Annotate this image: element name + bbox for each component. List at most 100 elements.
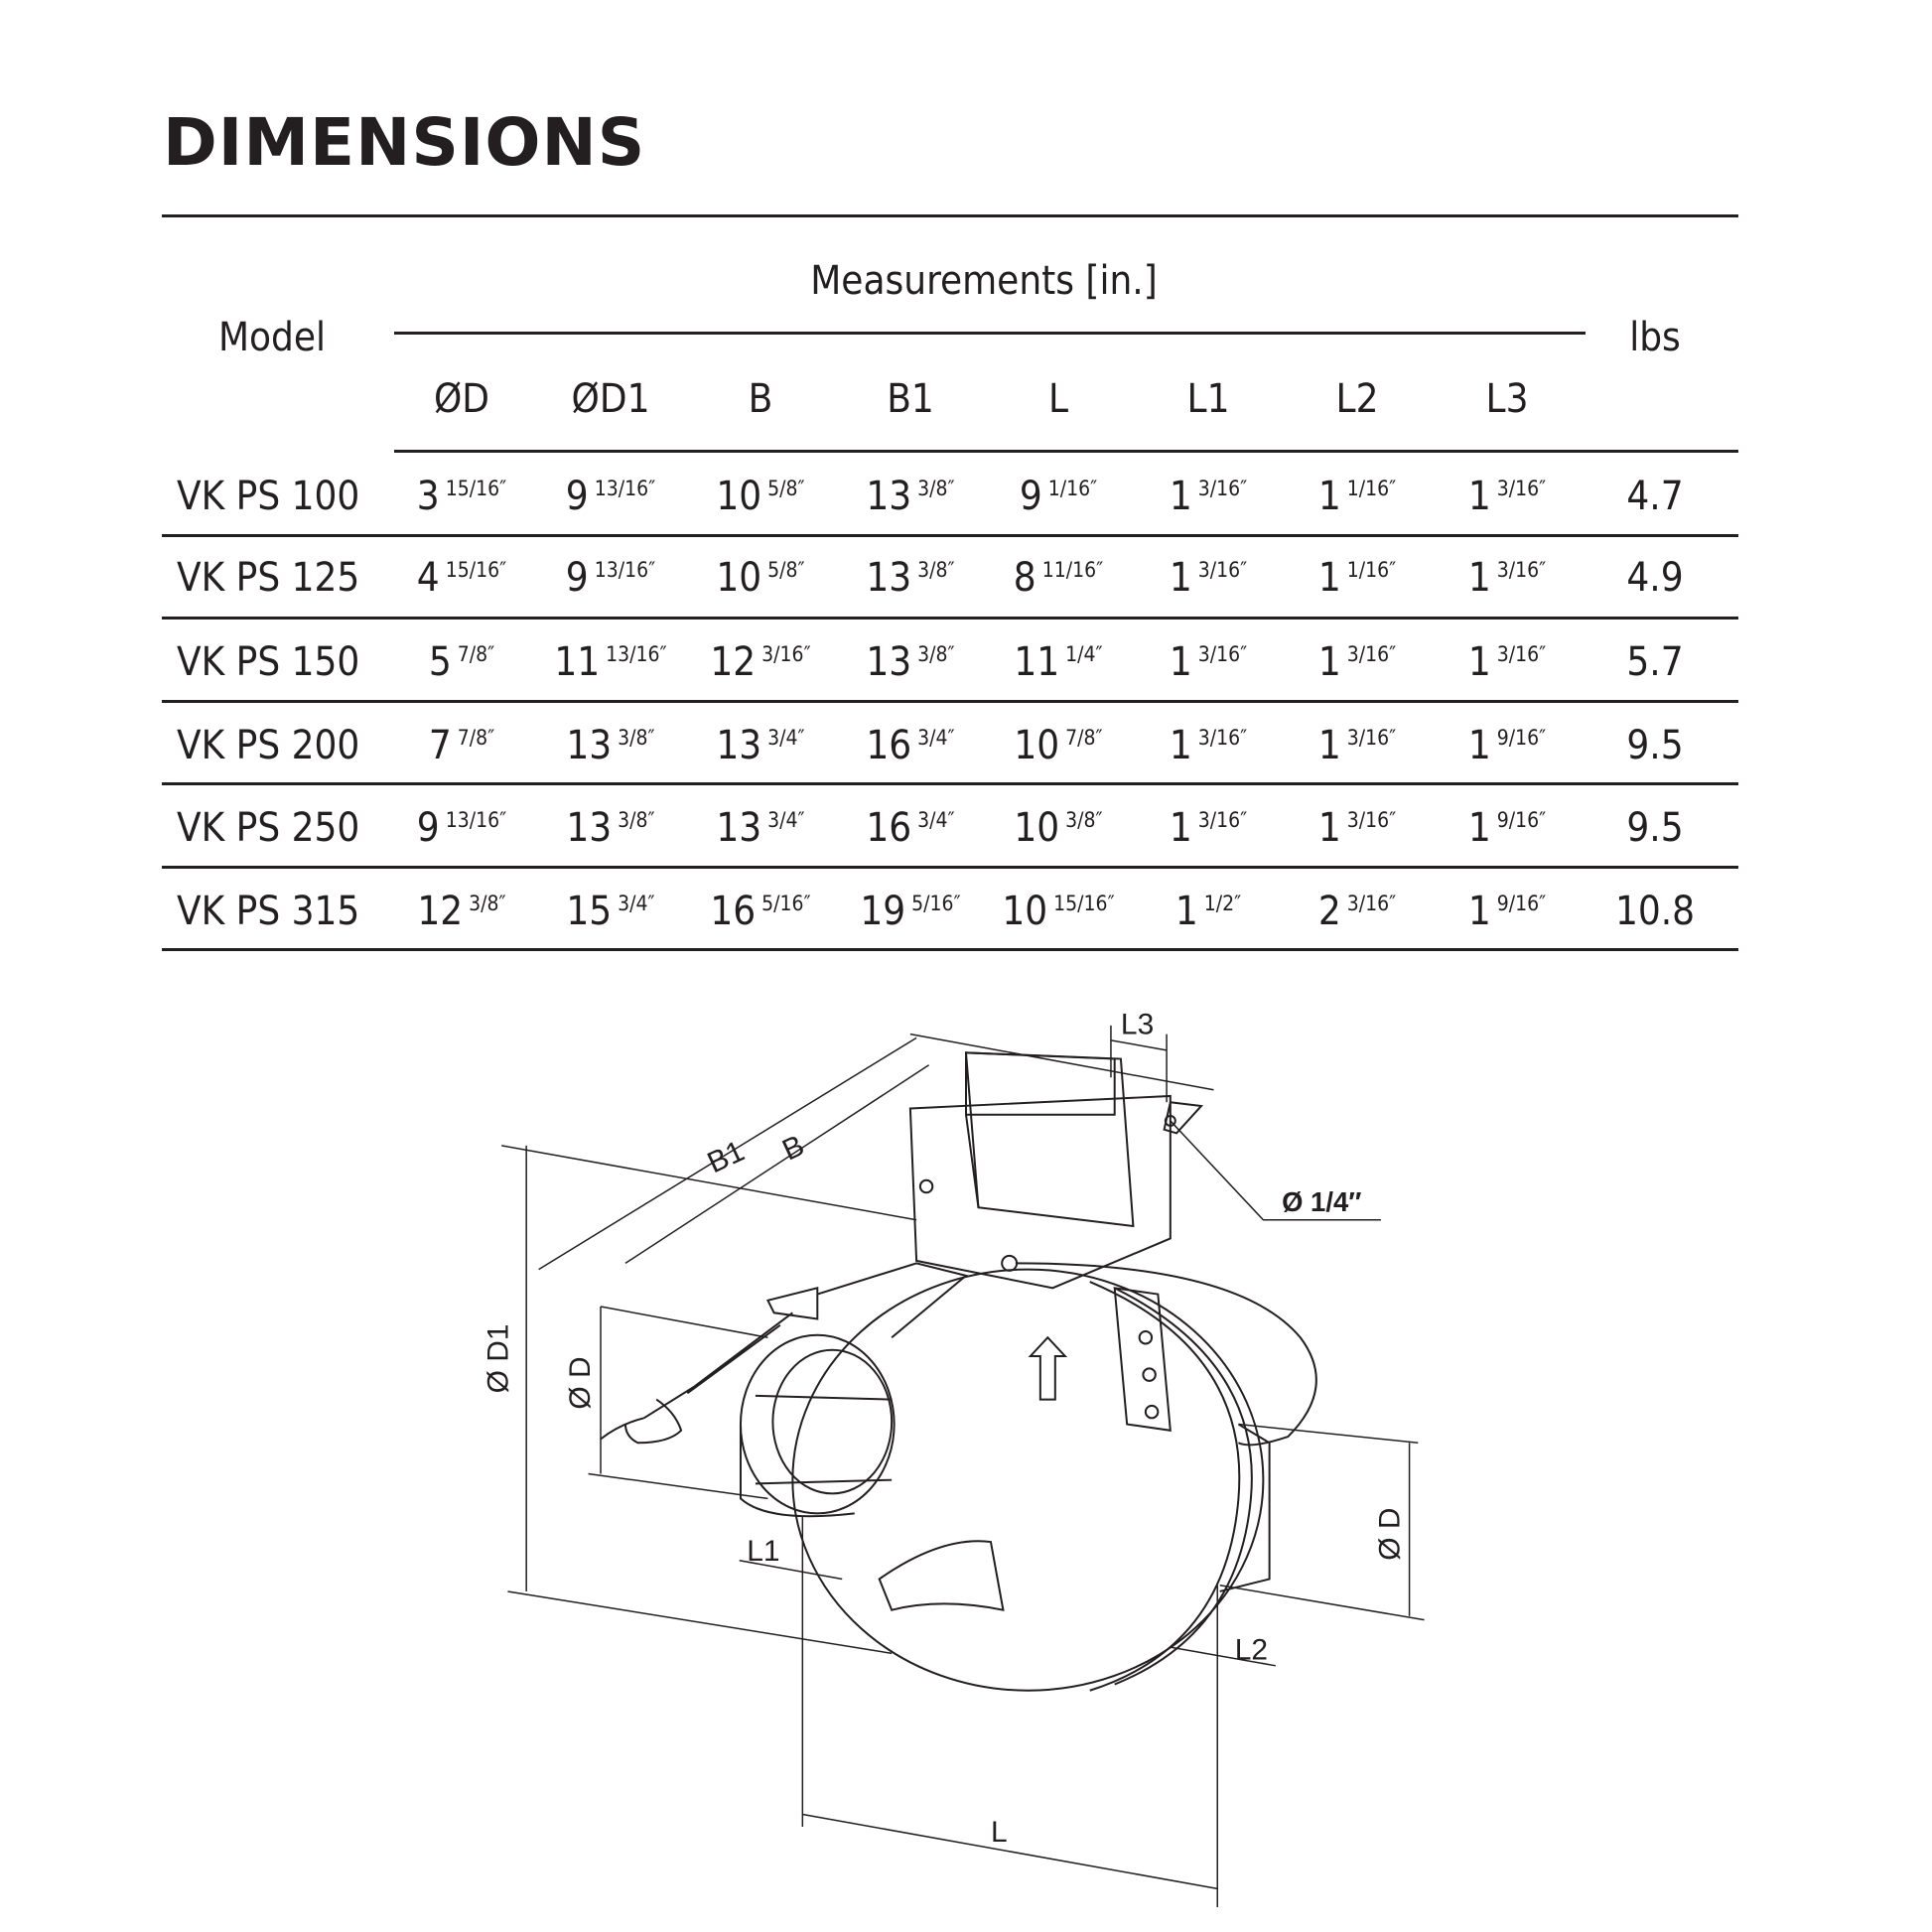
cell-lbs: 4.7 (1626, 474, 1684, 519)
row-divider (162, 782, 1738, 785)
whole-part: 13 (566, 723, 613, 768)
whole-part: 2 (1317, 889, 1341, 934)
cell-lbs: 10.8 (1614, 889, 1696, 934)
whole-part: 1 (1169, 555, 1192, 601)
row-divider (162, 866, 1738, 869)
whole-part: 16 (710, 889, 757, 934)
fan-housing (739, 1268, 1271, 1692)
label-d-right: Ø D (1374, 1508, 1407, 1561)
terminal-box-and-bracket (600, 1051, 1317, 1447)
weight-header: lbs (1629, 315, 1681, 360)
fraction-part: 3/8″ (1065, 808, 1103, 832)
fraction-part: 9/16″ (1496, 808, 1547, 832)
whole-part: 1 (1467, 639, 1491, 685)
whole-part: 1 (1169, 723, 1192, 768)
label-d1: Ø D1 (482, 1324, 514, 1394)
dimension-lines (501, 1025, 1425, 1908)
fraction-part: 1/16″ (1346, 477, 1397, 500)
fraction-part: 1/16″ (1346, 558, 1397, 582)
column-header: L1 (1186, 376, 1230, 422)
fraction-part: 3/16″ (1197, 726, 1248, 750)
whole-part: 1 (1317, 474, 1341, 519)
whole-part: 1 (1467, 889, 1491, 934)
group-header: Measurements [in.] (810, 258, 1158, 304)
fraction-part: 3/16″ (1346, 892, 1397, 915)
label-l: L (991, 1816, 1008, 1849)
whole-part: 13 (866, 639, 912, 685)
whole-part: 9 (1019, 474, 1042, 519)
whole-part: 10 (1002, 889, 1048, 934)
fraction-part: 7/8″ (457, 642, 495, 666)
whole-part: 9 (565, 555, 589, 601)
page-title: DIMENSIONS (163, 104, 646, 181)
divider-header (394, 450, 1738, 453)
fraction-part: 5/8″ (767, 558, 805, 582)
fraction-part: 3/16″ (1496, 477, 1547, 500)
column-header: B1 (887, 376, 934, 422)
row-model: VK PS 100 (177, 474, 360, 519)
fraction-part: 3/16″ (1197, 642, 1248, 666)
label-d-left: Ø D (564, 1356, 597, 1409)
whole-part: 3 (416, 474, 440, 519)
whole-part: 10 (716, 555, 762, 601)
fraction-part: 3/8″ (917, 558, 955, 582)
divider-group (394, 332, 1586, 335)
whole-part: 16 (866, 805, 912, 851)
fraction-part: 1/2″ (1203, 892, 1242, 915)
fraction-part: 5/16″ (911, 892, 961, 915)
whole-part: 1 (1174, 889, 1198, 934)
row-model: VK PS 250 (177, 805, 360, 851)
fraction-part: 13/16″ (594, 558, 656, 582)
fraction-part: 3/8″ (917, 642, 955, 666)
row-model: VK PS 125 (177, 555, 360, 601)
fraction-part: 3/4″ (917, 726, 955, 750)
whole-part: 9 (565, 474, 589, 519)
fraction-part: 5/16″ (761, 892, 811, 915)
column-header: L2 (1335, 376, 1379, 422)
label-l1: L1 (747, 1535, 779, 1568)
whole-part: 13 (716, 723, 762, 768)
whole-part: 19 (860, 889, 906, 934)
whole-part: 1 (1169, 805, 1192, 851)
fraction-part: 1/16″ (1047, 477, 1098, 500)
whole-part: 11 (1014, 639, 1060, 685)
column-header: ØD1 (571, 376, 650, 422)
fraction-part: 15/16″ (445, 558, 507, 582)
cell-lbs: 9.5 (1626, 805, 1684, 851)
fraction-part: 3/4″ (767, 808, 805, 832)
column-header: L (1047, 376, 1069, 422)
whole-part: 11 (554, 639, 601, 685)
whole-part: 1 (1467, 723, 1491, 768)
whole-part: 15 (566, 889, 613, 934)
fraction-part: 15/16″ (445, 477, 507, 500)
fraction-part: 3/16″ (1346, 808, 1397, 832)
